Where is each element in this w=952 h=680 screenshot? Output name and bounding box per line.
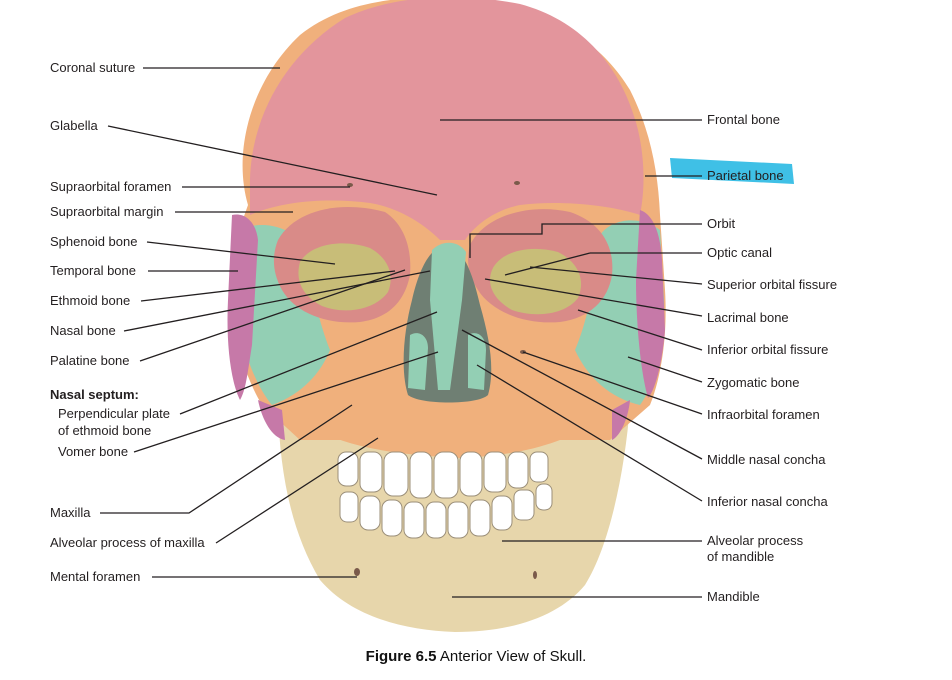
parietal-label-highlight (670, 158, 794, 184)
conchae (408, 333, 486, 390)
right-labels: Frontal bone Parietal bone Orbit Optic c… (707, 112, 837, 604)
label-ethmoid-bone: Ethmoid bone (50, 293, 130, 308)
label-supraorbital-margin: Supraorbital margin (50, 204, 163, 219)
label-of-mandible: of mandible (707, 549, 774, 564)
upper-teeth (337, 451, 549, 499)
label-inferior-nasal-concha: Inferior nasal concha (707, 494, 828, 509)
leader-lacrimal-bone (484, 278, 703, 317)
leader-nasal-bone (123, 270, 431, 332)
label-lacrimal-bone: Lacrimal bone (707, 310, 789, 325)
figure-number: Figure 6.5 (365, 648, 437, 665)
label-nasal-septum-heading: Nasal septum: (50, 387, 139, 402)
label-glabella: Glabella (50, 118, 98, 133)
label-supraorbital-foramen: Supraorbital foramen (50, 179, 171, 194)
label-temporal-bone: Temporal bone (50, 263, 136, 278)
label-mandible: Mandible (707, 589, 760, 604)
leader-middle-nasal-concha (461, 329, 703, 460)
leader-infraorbital-foramen (522, 351, 703, 415)
label-superior-orbital-fissure: Superior orbital fissure (707, 277, 837, 292)
label-nasal-bone: Nasal bone (50, 323, 116, 338)
leader-glabella (107, 125, 438, 196)
label-maxilla: Maxilla (50, 505, 91, 520)
label-vomer-bone: Vomer bone (58, 444, 128, 459)
leader-maxilla (100, 404, 353, 514)
leader-ethmoid-bone (140, 270, 396, 302)
label-orbit: Orbit (707, 216, 736, 231)
leader-perpendicular-plate (179, 311, 438, 415)
leader-superior-orbital-fissure (529, 266, 703, 285)
label-coronal-suture: Coronal suture (50, 60, 135, 75)
leader-zygomatic-bone (627, 356, 703, 383)
temporal-lower-left (258, 400, 285, 440)
skull-illustration (227, 0, 666, 632)
label-perpendicular-plate: Perpendicular plate (58, 406, 170, 421)
orbit-right-inner (490, 248, 582, 315)
label-middle-nasal-concha: Middle nasal concha (707, 452, 826, 467)
leader-orbit (469, 223, 702, 258)
figure-title: Anterior View of Skull. (439, 648, 587, 665)
lower-teeth (339, 483, 553, 539)
leader-alveolar-maxilla (215, 437, 379, 544)
label-alveolar-process-maxilla: Alveolar process of maxilla (50, 535, 205, 550)
leader-vomer-bone (133, 351, 439, 453)
label-of-ethmoid-bone: of ethmoid bone (58, 423, 151, 438)
label-frontal-bone: Frontal bone (707, 112, 780, 127)
leader-optic-canal-b (504, 252, 591, 276)
figure-caption: Figure 6.5 Anterior View of Skull. (0, 648, 952, 665)
label-alveolar-process: Alveolar process (707, 533, 804, 548)
label-palatine-bone: Palatine bone (50, 353, 130, 368)
leader-sphenoid-bone (146, 241, 336, 265)
leader-inferior-nasal-concha (476, 364, 703, 502)
label-zygomatic-bone: Zygomatic bone (707, 375, 800, 390)
label-infraorbital-foramen: Infraorbital foramen (707, 407, 820, 422)
label-mental-foramen: Mental foramen (50, 569, 140, 584)
leader-lines (100, 67, 703, 598)
label-inferior-orbital-fissure: Inferior orbital fissure (707, 342, 828, 357)
leader-palatine-bone (139, 269, 406, 362)
label-optic-canal: Optic canal (707, 245, 772, 260)
temporal-lower-right (612, 400, 630, 440)
leader-inferior-orbital-fissure (577, 309, 703, 351)
left-labels: Coronal suture Glabella Supraorbital for… (50, 60, 205, 584)
label-sphenoid-bone: Sphenoid bone (50, 234, 137, 249)
label-parietal-bone: Parietal bone (707, 168, 784, 183)
temporal-right (636, 210, 665, 398)
nasal-septum (430, 242, 466, 390)
foramina (347, 181, 537, 579)
